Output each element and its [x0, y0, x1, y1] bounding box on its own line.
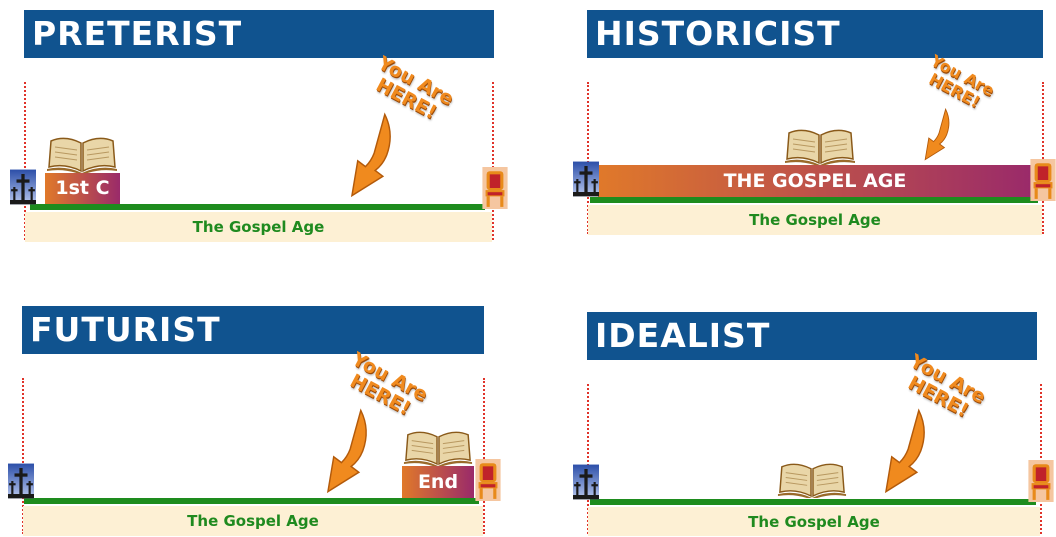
throne-icon	[481, 167, 509, 209]
curved-arrow-icon	[924, 108, 960, 162]
timeline	[590, 197, 1038, 203]
gospel-age-band	[588, 507, 1040, 536]
gospel-age-band	[23, 506, 483, 536]
throne-icon	[1028, 460, 1054, 502]
panel-title: PRETERIST	[24, 10, 494, 58]
timeline	[24, 498, 479, 504]
timeline-end-marker	[483, 378, 485, 534]
cross-icon	[8, 462, 34, 500]
era-box-1st-century: 1st C	[45, 173, 120, 204]
timeline-start-marker	[587, 384, 589, 534]
gospel-age-label: The Gospel Age	[749, 211, 881, 229]
throne-icon	[1030, 159, 1056, 201]
cross-icon	[573, 160, 599, 198]
curved-arrow-icon	[350, 112, 408, 200]
era-box-gospel-age: THE GOSPEL AGE	[598, 165, 1032, 197]
timeline-start-marker	[22, 378, 24, 534]
timeline	[30, 204, 485, 210]
timeline-start-marker	[24, 82, 26, 240]
cross-icon	[10, 168, 36, 206]
cross-icon	[573, 463, 599, 501]
panel-title: HISTORICIST	[587, 10, 1043, 58]
panel-title: FUTURIST	[22, 306, 484, 354]
gospel-age-label: The Gospel Age	[192, 218, 325, 236]
open-book-icon	[402, 427, 474, 466]
timeline-end-marker	[1042, 82, 1044, 234]
gospel-age-label: The Gospel Age	[748, 513, 880, 531]
era-box-end: End	[402, 466, 474, 498]
timeline-start-marker	[587, 82, 589, 234]
open-book-icon	[776, 459, 848, 498]
gospel-age-label: The Gospel Age	[187, 512, 319, 530]
throne-icon	[474, 459, 502, 501]
panel-title: IDEALIST	[587, 312, 1037, 360]
curved-arrow-icon	[326, 408, 384, 496]
curved-arrow-icon	[884, 408, 942, 496]
timeline	[590, 499, 1036, 505]
timeline-end-marker	[1040, 384, 1042, 534]
gospel-age-band	[588, 205, 1042, 235]
gospel-age-band	[25, 212, 492, 242]
open-book-icon	[45, 133, 119, 173]
open-book-icon	[783, 125, 857, 165]
timeline-end-marker	[492, 82, 494, 240]
